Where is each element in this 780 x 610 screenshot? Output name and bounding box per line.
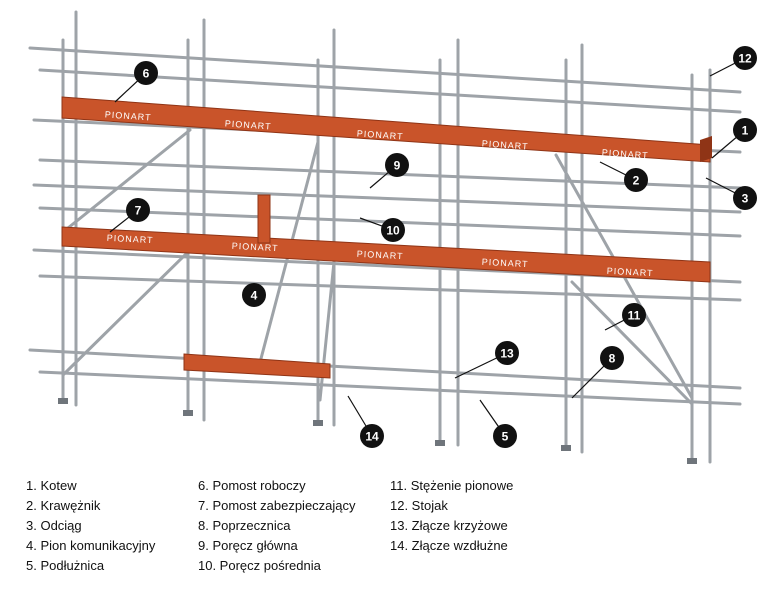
callout-circle (381, 218, 405, 242)
scaffold-platforms: PIONART PIONART PIONART PIONART PIONART PIONA… (61, 96, 712, 379)
diagonal-brace (61, 250, 190, 377)
diagonal-brace (570, 280, 694, 406)
callout-number: 13 (500, 347, 514, 361)
callout-circle (733, 118, 757, 142)
callout-number: 14 (365, 430, 379, 444)
callout-number: 1 (742, 124, 749, 138)
callout-number: 7 (135, 204, 142, 218)
ledger-tube (32, 183, 742, 214)
callout-number: 3 (742, 192, 749, 206)
ledger-tube (28, 348, 742, 390)
protective-platform (61, 226, 711, 283)
callout-circle (622, 303, 646, 327)
brand-label: PIONART (357, 249, 404, 261)
legend: 1. Kotew 2. Krawężnik 3. Odciąg 4. Pion … (26, 476, 766, 596)
callout-number: 2 (633, 174, 640, 188)
toe-board (700, 136, 712, 162)
callout-circle (495, 341, 519, 365)
callout-number: 12 (738, 52, 752, 66)
base-plate (687, 458, 697, 464)
legend-item: 10. Poręcz pośrednia (198, 558, 321, 573)
callout-number: 11 (628, 309, 641, 323)
callout-number: 8 (609, 352, 616, 366)
callout-circle (242, 283, 266, 307)
diagonal-brace (61, 128, 192, 234)
brand-label: PIONART (482, 257, 529, 269)
brand-label: PIONART (356, 128, 403, 141)
callout-circle (360, 424, 384, 448)
legend-item: 1. Kotew (26, 478, 77, 493)
legend-item: 6. Pomost roboczy (198, 478, 306, 493)
callout-circle (385, 153, 409, 177)
legend-item: 5. Podłużnica (26, 558, 105, 573)
legend-column-3: 11. Stężenie pionowe 12. Stojak 13. Złąc… (390, 476, 513, 556)
callout-number: 5 (502, 430, 509, 444)
callout-number: 9 (394, 159, 401, 173)
callout-number: 4 (251, 289, 258, 303)
brand-label: PIONART (224, 118, 271, 131)
callout-circle (624, 168, 648, 192)
brand-label: PIONART (104, 109, 151, 122)
working-platform (61, 96, 711, 163)
legend-item: 2. Krawężnik (26, 498, 101, 513)
legend-column-1: 1. Kotew 2. Krawężnik 3. Odciąg 4. Pion … (26, 476, 155, 576)
legend-item: 3. Odciąg (26, 518, 82, 533)
legend-item: 9. Poręcz główna (198, 538, 298, 553)
legend-item: 4. Pion komunikacyjny (26, 538, 156, 553)
ledger-tube (38, 370, 742, 406)
callout-number: 6 (143, 67, 150, 81)
base-plate (183, 410, 193, 416)
brand-label: PIONART (107, 233, 154, 245)
callout-circle (134, 61, 158, 85)
base-plate (561, 445, 571, 451)
ledger-tube (28, 46, 742, 94)
legend-item: 14. Złącze wzdłużne (390, 538, 508, 553)
diagonal-brace (318, 260, 336, 402)
callout-circle (733, 186, 757, 210)
callout-circle (126, 198, 150, 222)
callout-circle (600, 346, 624, 370)
callout-circle (733, 46, 757, 70)
brand-label: PIONART (481, 138, 528, 151)
base-plate (435, 440, 445, 446)
base-plate (58, 398, 68, 404)
brand-label: PIONART (601, 147, 648, 160)
legend-item: 13. Złącze krzyżowe (390, 518, 508, 533)
legend-item: 8. Poprzecznica (198, 518, 291, 533)
scaffold-illustration: PIONART PIONART PIONART PIONART PIONART PIONA… (28, 10, 757, 464)
callout-number: 10 (386, 224, 400, 238)
legend-item: 11. Stężenie pionowe (390, 478, 514, 493)
access-ladder (257, 194, 271, 244)
callout-circle (493, 424, 517, 448)
base-plate (313, 420, 323, 426)
access-platform (183, 353, 331, 379)
brand-label: PIONART (607, 266, 654, 278)
legend-column-2: 6. Pomost roboczy 7. Pomost zabezpieczaj… (198, 476, 356, 576)
brand-label: PIONART (232, 241, 279, 253)
legend-item: 7. Pomost zabezpieczający (198, 498, 356, 513)
legend-item: 12. Stojak (390, 498, 448, 513)
ledger-tube (38, 274, 742, 302)
